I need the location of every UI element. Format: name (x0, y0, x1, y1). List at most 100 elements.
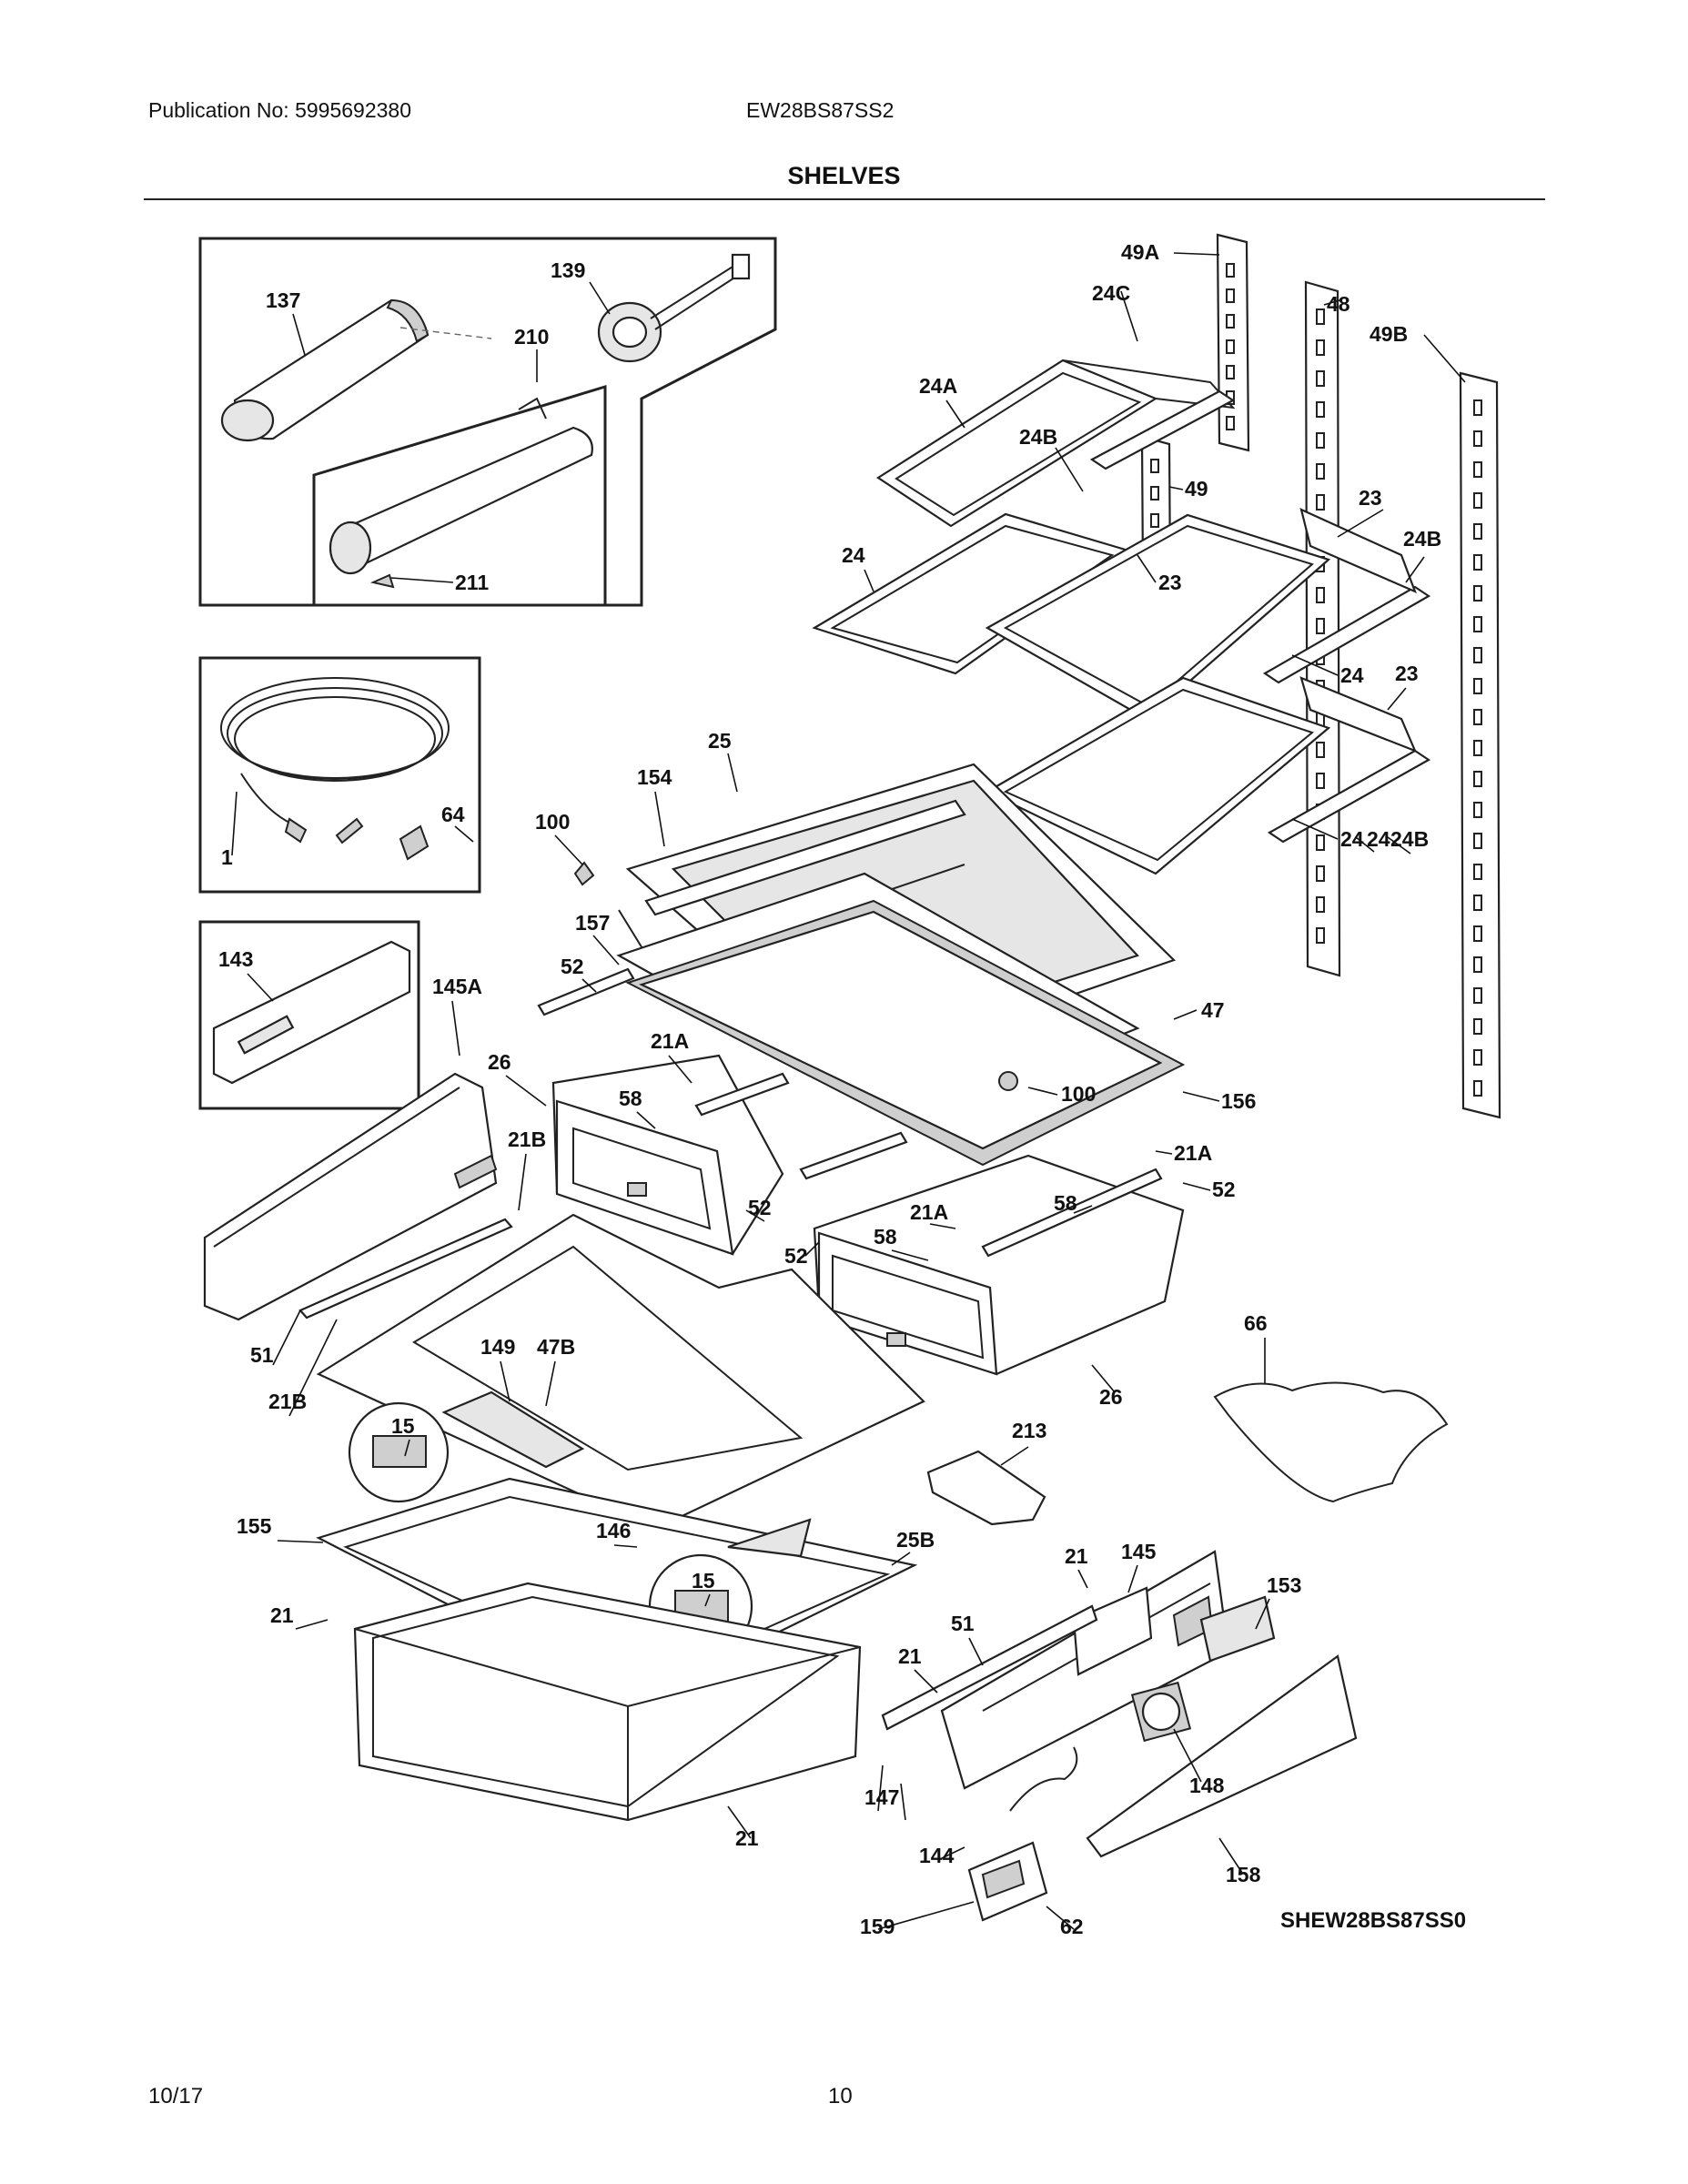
filter-clip (369, 573, 395, 589)
callout-label: 58 (874, 1225, 897, 1249)
callout-label: 21 (270, 1603, 294, 1627)
callout-label: 1 (221, 845, 233, 869)
callout-label: 157 (575, 911, 610, 935)
leader-line (1182, 1182, 1211, 1191)
callout-label: 25B (896, 1528, 935, 1552)
leader-line (1405, 556, 1425, 583)
leader-line (1127, 1564, 1138, 1593)
callout-label: 21A (651, 1029, 689, 1053)
rail-slot (1316, 927, 1325, 944)
callout-label: 47B (537, 1335, 575, 1359)
callout-label: 21 (1065, 1544, 1088, 1568)
rail-slot (1150, 513, 1159, 528)
drawer-handle-inset (198, 920, 420, 1110)
callout-label: 155 (237, 1514, 272, 1538)
wire-harness-148 (1009, 1746, 1078, 1812)
callout-label: 24B (1390, 827, 1429, 851)
callout-label: 21 (735, 1826, 759, 1850)
callout-label: 52 (561, 955, 584, 978)
rail-slot (1473, 554, 1482, 571)
rail-slot (1316, 432, 1325, 449)
rail-slot (1473, 1049, 1482, 1066)
shelf-24-mid (985, 513, 1331, 721)
callout-label: 24 (1340, 663, 1364, 687)
rail-slot (1226, 263, 1235, 278)
leader-line (1168, 486, 1184, 490)
callout-label: 211 (455, 571, 489, 594)
leader-line (891, 1552, 911, 1566)
leader-line (500, 1360, 510, 1402)
rail-slot (1473, 740, 1482, 756)
control-panel-149 (441, 1390, 585, 1469)
leader-line (554, 834, 583, 865)
leader-line (900, 1783, 906, 1821)
filter-head-assembly (597, 253, 751, 363)
leader-line (1423, 334, 1466, 383)
leader-line (518, 1153, 527, 1211)
water-tube-inset (198, 656, 481, 894)
leader-line (390, 577, 454, 583)
leader-line (941, 1846, 965, 1859)
callout-label: 137 (266, 288, 300, 312)
control-board-158 (967, 1841, 1048, 1922)
callout-label: 149 (480, 1335, 515, 1359)
rail-slot (1316, 308, 1325, 325)
leader-line (592, 935, 620, 966)
callout-label: 213 (1012, 1419, 1046, 1442)
leader-line (1155, 1150, 1173, 1155)
rail-slot (1473, 647, 1482, 663)
callout-label: 148 (1189, 1774, 1225, 1797)
callout-label: 47 (1201, 998, 1225, 1022)
rail-slot (1226, 339, 1235, 354)
callout-label: 62 (1060, 1915, 1084, 1938)
publication-number: Publication No: 5995692380 (148, 98, 412, 122)
leader-line (272, 1309, 301, 1366)
callout-label: 49 (1185, 477, 1208, 500)
crisper-cover-assembly (573, 763, 1186, 1167)
callout-label: 143 (218, 947, 253, 971)
leader-line (654, 791, 665, 847)
clip-100 (573, 861, 595, 886)
rail-slot (1226, 365, 1235, 379)
callout-label: 156 (1221, 1089, 1256, 1113)
rail-slot (1473, 430, 1482, 447)
rail-slot (1316, 463, 1325, 480)
callout-label: 146 (596, 1519, 631, 1542)
rail-slot (1473, 616, 1482, 632)
rail-slot (1473, 864, 1482, 880)
callout-label: 147 (864, 1785, 899, 1809)
crisper-drawer-left (537, 967, 790, 1256)
damper-153 (1199, 1595, 1276, 1663)
callout-label: 58 (619, 1087, 642, 1110)
callout-label: 23 (1158, 571, 1182, 594)
bracket-213 (926, 1450, 1046, 1526)
fan-147 (1130, 1681, 1192, 1743)
leader-line (1073, 1205, 1093, 1214)
leader-line (1182, 1091, 1220, 1102)
callout-label: 24B (1019, 425, 1057, 449)
rail-slot (1316, 834, 1325, 851)
leader-line (1137, 554, 1157, 583)
leader-line (1218, 1837, 1243, 1874)
page-title: SHELVES (787, 162, 901, 189)
callout-label: 26 (488, 1050, 511, 1074)
leader-line (277, 1540, 324, 1543)
leader-line (1120, 290, 1138, 342)
leader-line (864, 569, 874, 592)
shelf-rails (1140, 233, 1501, 1119)
leader-line (1337, 509, 1384, 538)
rail-slot (1226, 288, 1235, 303)
callout-label: 58 (1054, 1191, 1077, 1215)
callout-label: 158 (1226, 1863, 1261, 1886)
rail-slot (1316, 896, 1325, 913)
rail-slot (1316, 742, 1325, 758)
leader-line (1387, 836, 1411, 854)
rail-slot (1473, 1080, 1482, 1097)
side-panel-145A (203, 1072, 513, 1321)
leader-line (804, 1241, 820, 1257)
leader-line (668, 1055, 692, 1084)
leader-line (1255, 1598, 1270, 1630)
diagram-code: SHEW28BS87SS0 (1280, 1908, 1466, 1933)
rail-slot (1473, 895, 1482, 911)
